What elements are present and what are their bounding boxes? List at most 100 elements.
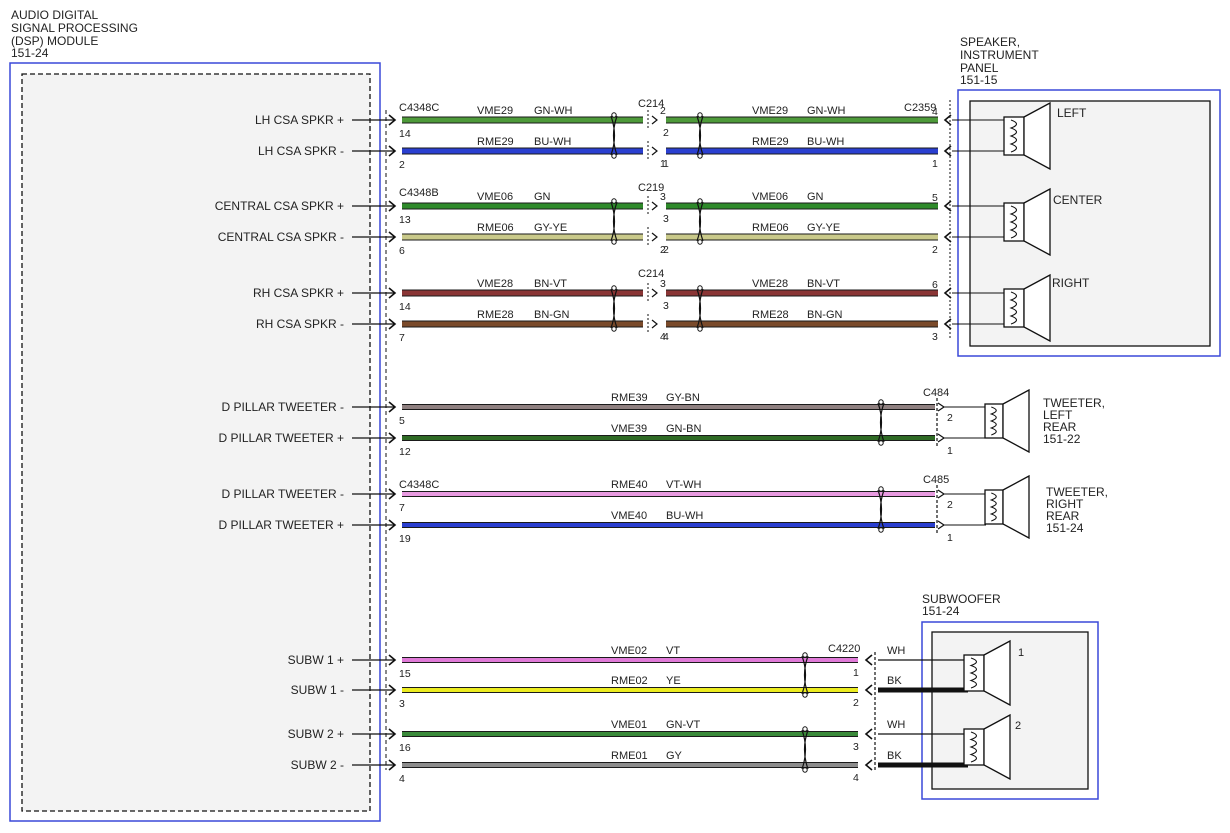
wire-9-module-pin-arrow [388,519,397,531]
wire-0-circuit-a: VME29 [477,105,513,117]
wire-2-pin-left: 13 [399,214,411,226]
wire-13-pin-right: 4 [853,772,859,784]
speaker-center-icon-coil [1009,205,1018,239]
tweeter-right-rear: TWEETER, RIGHT REAR 151-24 [1046,485,1108,535]
subwoofer-frame [921,621,1099,800]
wire-1-inline-arrow [651,146,658,156]
tweeter-left-title-line-2: LEFT [1043,408,1073,422]
wire-2-circuit-b: VME06 [752,191,788,203]
pin-label-1: LH CSA SPKR - [258,144,344,158]
dsp-module: AUDIO DIGITAL SIGNAL PROCESSING (DSP) MO… [9,8,381,822]
wire-0-color-b: GN-WH [807,105,846,117]
wire-5-pin-c-in: 4 [660,331,666,343]
speaker-label-left: LEFT [1057,106,1087,120]
twisted-pair-sub-1-end-bottom [802,767,808,773]
module-title-line-3: (DSP) MODULE [11,34,98,48]
wire-10-color: VT [666,645,680,657]
pin-label-11: SUBW 1 - [291,683,344,697]
wire-9-pin-left: 19 [399,533,411,545]
wire-2-pin-c-out: 3 [663,213,669,225]
twisted-pair-a-2-end-bottom [611,326,617,332]
wire-3-pin-left: 6 [399,245,405,257]
wire-2-color-b: GN [807,191,824,203]
wire-11-circuit: RME02 [611,675,648,687]
wire-4-color-a: BN-VT [534,278,567,290]
twisted-pair-tweeter-1-end-top [878,486,884,492]
twisted-pair-a-2-end-top [611,285,617,291]
wire-0-inline-arrow [651,115,658,125]
wire-5-color-b: BN-GN [807,309,843,321]
pin-label-13: SUBW 2 - [291,758,344,772]
wire-13-circuit: RME01 [611,750,648,762]
wire-3-inline-arrow [651,232,658,242]
wire-13-pin-left: 4 [399,773,405,785]
wire-0-pin-c-out: 2 [663,127,669,139]
speaker-ip-title-line-3: PANEL [960,61,999,75]
wire-4-pin-c-out: 3 [663,300,669,312]
pin-label-5: RH CSA SPKR - [256,317,344,331]
subwoofer-2-icon-cone [983,713,1011,781]
wire-10-tail-label: WH [887,645,905,657]
wire-12-color: GN-VT [666,719,701,731]
wire-4-color-b: BN-VT [807,278,840,290]
twisted-pair-a-1-end-bottom [611,239,617,245]
wire-1-pin-c-out: 1 [663,158,669,170]
module-title-line-4: 151-24 [11,46,49,60]
twisted-pair-b-1-end-bottom [697,239,703,245]
twisted-pair-tweeter-1 [877,489,885,530]
connector-c219: C219 [638,182,664,194]
wire-2-inline-arrow [651,201,658,211]
wire-3-module-pin-arrow [388,231,397,243]
connector-c4220: C4220 [828,643,860,655]
wire-3-color-b: GY-YE [807,222,840,234]
wire-2-pin-c-in: 3 [660,191,666,203]
wire-8-circuit: RME40 [611,479,648,491]
module-inner-box [21,73,371,812]
tweeter-right-title-line-1: TWEETER, [1046,485,1108,499]
pin-label-6: D PILLAR TWEETER - [222,400,344,414]
speaker-ip-frame [957,89,1221,357]
wire-4-device-pin-arrow [943,287,952,299]
wire-1-color-b: BU-WH [807,136,844,148]
speaker-ip-title-line-4: 151-15 [960,73,998,87]
connector-labels: C4348C C4348B C4348C C214 C219 C214 C235… [399,98,949,655]
wire-10-pin-left: 15 [399,668,411,680]
speaker-center-icon-cone [1023,187,1051,257]
wire-6-pin-left: 5 [399,415,405,427]
twisted-pair-b-0 [696,115,704,156]
wire-8-device-pin-arrow [937,489,946,499]
wire-4-pin-right: 6 [932,279,938,291]
twisted-pair-a-0 [610,115,618,156]
pin-label-4: RH CSA SPKR + [253,286,344,300]
wire-10-pin-right: 1 [853,667,859,679]
connector-c214-top: C214 [638,98,664,110]
pin-label-0: LH CSA SPKR + [255,113,344,127]
speaker-label-center: CENTER [1053,193,1103,207]
wire-12-pin-right: 3 [853,741,859,753]
wire-5-circuit-a: RME28 [477,309,514,321]
wire-6-module-pin-arrow [388,401,397,413]
wire-1-pin-right: 1 [932,158,938,170]
wire-1-circuit-b: RME29 [752,136,789,148]
wire-8-module-pin-arrow [388,488,397,500]
tweeter-left-icon-cone [1002,388,1030,454]
wire-12-tail-label: WH [887,719,905,731]
subwoofer-1-icon-coil [969,657,978,689]
subwoofer-title-line-1: SUBWOOFER [922,592,1001,606]
wire-2-module-pin-arrow [388,200,397,212]
connector-c214-mid: C214 [638,268,664,280]
tweeter-left-title-line-1: TWEETER, [1043,396,1105,410]
wire-12-module-pin-arrow [388,728,397,740]
wire-5-module-pin-arrow [388,318,397,330]
twisted-pair-sub-1-end-top [802,726,808,732]
wire-9-color: BU-WH [666,510,703,522]
twisted-pair-tweeter-1-end-bottom [878,527,884,533]
wire-6-circuit: RME39 [611,392,648,404]
wire-3-pin-c-in: 2 [660,244,666,256]
wire-0-module-pin-arrow [388,114,397,126]
wire-4-pin-c-in: 3 [660,278,666,290]
wire-4-circuit-b: VME28 [752,278,788,290]
wire-1-color-a: BU-WH [534,136,571,148]
twisted-pair-tweeter-0-end-top [878,399,884,405]
subwoofer-2-icon-coil [969,731,978,763]
